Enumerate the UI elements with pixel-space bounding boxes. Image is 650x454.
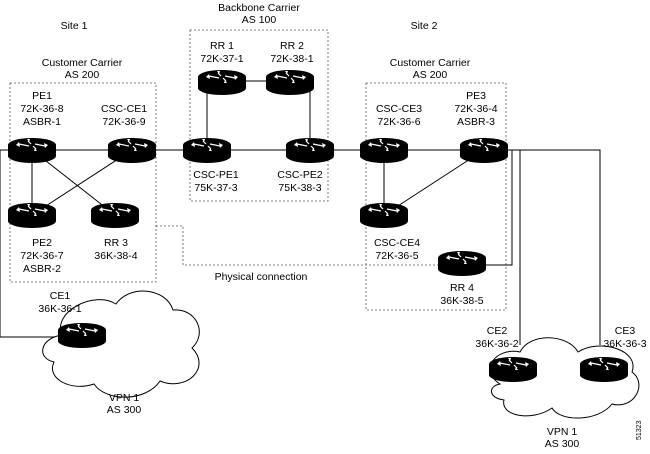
csc-pe1-model: 75K-37-3: [194, 182, 237, 194]
customer-carrier-box-site2: [365, 82, 507, 311]
label-rr3: RR 3 36K-38-4: [94, 237, 137, 262]
pe2-role: ASBR-2: [23, 263, 61, 275]
pe1-model: 72K-36-8: [20, 103, 63, 115]
label-pe2: PE2 72K-36-7 ASBR-2: [20, 237, 63, 275]
vpn1-cloud-left: [42, 290, 200, 398]
site1-label: Site 1: [61, 20, 88, 32]
csc-ce4-name: CSC-CE4: [374, 237, 420, 249]
vpn1-right-as: AS 300: [545, 438, 580, 450]
router-rr3[interactable]: [90, 202, 140, 229]
vpn1-right-title: VPN 1: [547, 426, 578, 438]
csc-ce4-model: 72K-36-5: [375, 250, 418, 262]
rr3-name: RR 3: [104, 237, 128, 249]
router-ce1[interactable]: [57, 322, 107, 349]
link-pe3-ce2: [484, 149, 521, 345]
backbone-carrier-as: AS 100: [242, 14, 277, 26]
pe3-name: PE3: [466, 90, 486, 102]
rr4-model: 36K-38-5: [440, 295, 483, 307]
pe2-name: PE2: [32, 237, 52, 249]
router-ce2[interactable]: [488, 356, 538, 383]
label-ce3: CE3 36K-36-3: [603, 325, 646, 350]
router-csc-ce3[interactable]: [359, 137, 409, 164]
rr2-name: RR 2: [280, 40, 304, 52]
label-pe3: PE3 72K-36-4 ASBR-3: [454, 90, 497, 128]
label-csc-pe2: CSC-PE2 75K-38-3: [277, 169, 323, 194]
customer-carrier-site1-as: AS 200: [65, 69, 100, 81]
router-csc-pe2[interactable]: [285, 137, 335, 164]
csc-pe1-name: CSC-PE1: [193, 169, 239, 181]
router-csc-ce1[interactable]: [107, 137, 157, 164]
label-rr2: RR 2 72K-38-1: [270, 40, 313, 65]
link-pe3-rr4: [462, 149, 513, 266]
ce1-model: 36K-36-1: [38, 303, 81, 315]
label-ce2: CE2 36K-36-2: [475, 325, 518, 350]
rr1-name: RR 1: [210, 40, 234, 52]
rr2-model: 72K-38-1: [270, 53, 313, 65]
router-pe2[interactable]: [7, 202, 57, 229]
csc-ce3-name: CSC-CE3: [376, 103, 422, 115]
site2-label: Site 2: [411, 20, 438, 32]
pe2-model: 72K-36-7: [20, 250, 63, 262]
label-ce1: CE1 36K-36-1: [38, 290, 81, 315]
label-csc-ce4: CSC-CE4 72K-36-5: [374, 237, 420, 262]
router-pe3[interactable]: [459, 137, 509, 164]
router-csc-ce4[interactable]: [359, 202, 409, 229]
csc-ce3-model: 72K-36-6: [377, 116, 420, 128]
pe1-name: PE1: [32, 90, 52, 102]
ce2-name: CE2: [487, 325, 508, 337]
csc-pe2-model: 75K-38-3: [278, 182, 321, 194]
ce2-model: 36K-36-2: [475, 338, 518, 350]
rr1-model: 72K-37-1: [200, 53, 243, 65]
customer-carrier-site2-as: AS 200: [413, 69, 448, 81]
rr3-model: 36K-38-4: [94, 250, 137, 262]
rr4-name: RR 4: [450, 282, 474, 294]
csc-ce1-model: 72K-36-9: [102, 116, 145, 128]
label-rr4: RR 4 36K-38-5: [440, 282, 483, 307]
physical-connection-path: [156, 225, 462, 266]
ce3-model: 36K-36-3: [603, 338, 646, 350]
link-pe3-ce3: [484, 149, 601, 345]
physical-connection-label: Physical connection: [215, 271, 308, 283]
csc-pe2-name: CSC-PE2: [277, 169, 323, 181]
vpn1-left-as: AS 300: [107, 404, 142, 416]
router-rr4[interactable]: [437, 250, 487, 277]
pe3-role: ASBR-3: [457, 116, 495, 128]
backbone-carrier-box: [189, 29, 329, 202]
label-csc-ce1: CSC-CE1 72K-36-9: [101, 103, 147, 128]
customer-carrier-box-site1: [9, 82, 157, 283]
label-csc-pe1: CSC-PE1 75K-37-3: [193, 169, 239, 194]
figure-id: 51323: [636, 420, 643, 440]
router-rr2[interactable]: [265, 69, 315, 96]
ce3-name: CE3: [615, 325, 636, 337]
pe3-model: 72K-36-4: [454, 103, 497, 115]
backbone-carrier-title: Backbone Carrier: [218, 2, 300, 14]
label-pe1: PE1 72K-36-8 ASBR-1: [20, 90, 63, 128]
customer-carrier-site1-title: Customer Carrier: [42, 57, 123, 69]
customer-carrier-site2-title: Customer Carrier: [390, 57, 471, 69]
label-csc-ce3: CSC-CE3 72K-36-6: [376, 103, 422, 128]
router-ce3[interactable]: [579, 356, 629, 383]
csc-ce1-name: CSC-CE1: [101, 103, 147, 115]
router-csc-pe1[interactable]: [182, 137, 232, 164]
router-pe1[interactable]: [7, 137, 57, 164]
vpn1-left-title: VPN 1: [109, 392, 140, 404]
ce1-name: CE1: [50, 290, 71, 302]
label-rr1: RR 1 72K-37-1: [200, 40, 243, 65]
router-rr1[interactable]: [197, 69, 247, 96]
pe1-role: ASBR-1: [23, 116, 61, 128]
